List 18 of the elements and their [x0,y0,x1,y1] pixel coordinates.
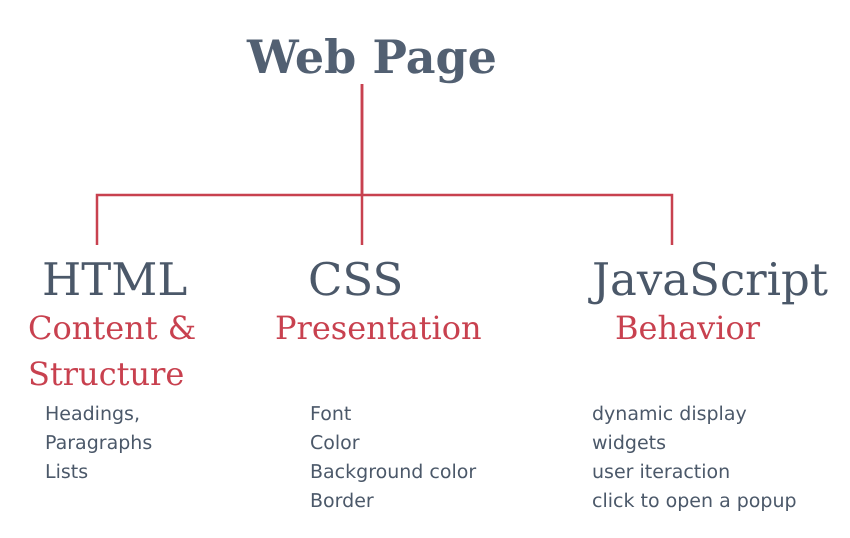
list-item: Paragraphs [45,431,152,456]
list-item: Background color [310,460,476,485]
column-heading: HTML [42,255,188,304]
list-item: user iteraction [592,460,730,485]
list-item: Lists [45,460,88,485]
list-item: widgets [592,431,666,456]
list-item: Border [310,489,374,514]
column-subheading: Content & Structure [28,308,198,394]
column-subheading: Presentation [275,308,483,348]
list-item: click to open a popup [592,489,797,514]
column-subheading: Behavior [615,308,762,348]
root-label: Web Page [247,30,497,84]
list-item: Color [310,431,360,456]
list-item: Headings, [45,402,140,427]
column-heading: CSS [308,255,404,304]
list-item: Font [310,402,352,427]
list-item: dynamic display [592,402,747,427]
connector-line [360,84,674,245]
